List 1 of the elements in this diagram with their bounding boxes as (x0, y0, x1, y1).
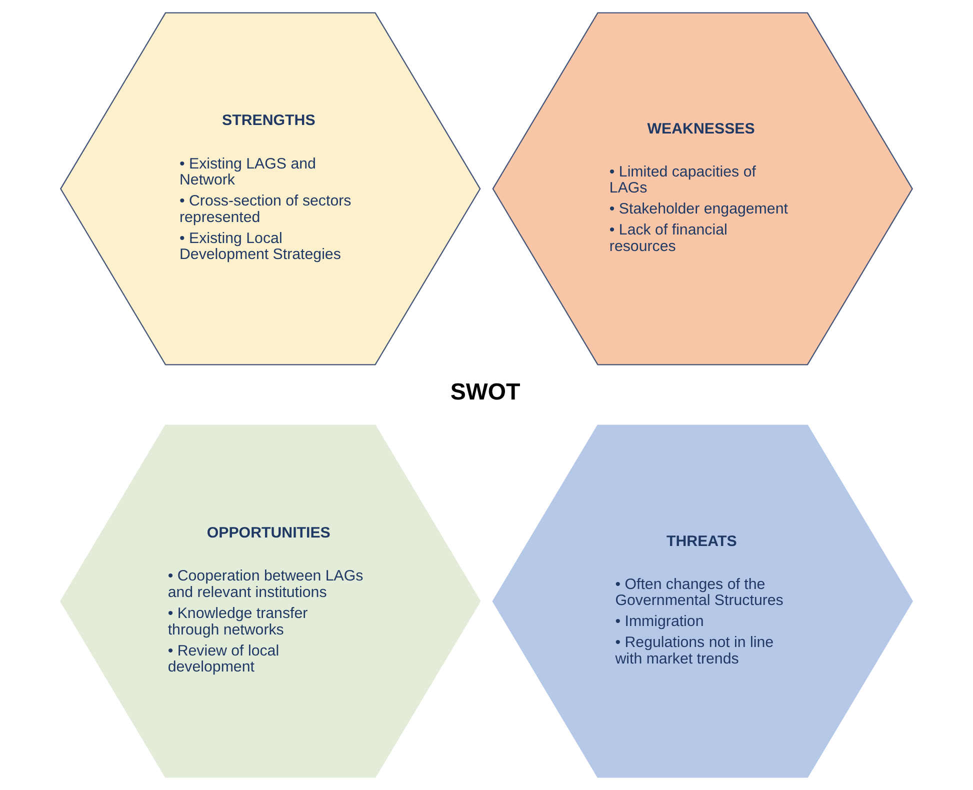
label: SWOT (450, 378, 520, 405)
